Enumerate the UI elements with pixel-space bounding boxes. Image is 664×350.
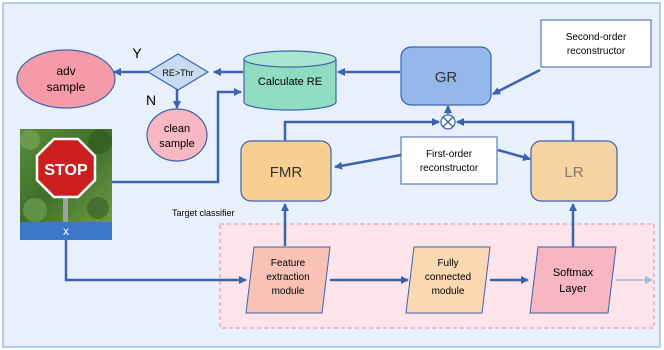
arrow-first-order-to-fmr — [334, 153, 402, 170]
stop-sign-text: STOP — [44, 162, 88, 179]
combine-operator-icon — [440, 114, 456, 130]
stop-sign-image — [20, 129, 112, 222]
feature-label-line1: Feature — [271, 258, 306, 269]
feature-label-line2: extraction — [266, 272, 309, 283]
no-label: N — [146, 92, 156, 108]
input-x-label: x — [63, 224, 69, 238]
lr-label: LR — [564, 164, 583, 181]
lr-node — [530, 140, 618, 202]
arrow-fmr-to-combiner — [283, 118, 440, 141]
clean-sample-label-line1: clean — [164, 123, 190, 135]
adv-sample-label-line2: sample — [47, 80, 86, 94]
input-x-bar — [20, 222, 112, 240]
gr-label: GR — [435, 69, 458, 86]
first-order-reconstructor-box — [400, 136, 498, 185]
arrow-input-to-calculate-re — [112, 88, 242, 184]
softmax-label-line1: Softmax — [553, 267, 594, 279]
clean-sample-label-line2: sample — [159, 138, 194, 150]
calculate-re-node — [243, 50, 337, 111]
fc-label-line1: Fully — [437, 258, 458, 269]
fully-connected-node — [405, 246, 491, 314]
fc-label-line2: connected — [425, 272, 471, 283]
connectors — [64, 68, 577, 284]
second-order-label-line2: reconstructor — [567, 46, 626, 57]
softmax-label-line2: Layer — [559, 283, 587, 295]
feature-label-line3: module — [272, 286, 305, 297]
first-order-label-line2: reconstructor — [420, 163, 479, 174]
decision-label: RE>Thr — [162, 68, 193, 78]
arrow-first-order-to-lr — [497, 148, 531, 161]
feature-extraction-node — [245, 246, 331, 314]
second-order-label-line1: Second-order — [566, 32, 627, 43]
stop-octagon-icon — [35, 137, 97, 199]
first-order-label-line1: First-order — [426, 149, 473, 160]
clean-sample-node — [146, 108, 208, 162]
fmr-label: FMR — [270, 164, 303, 181]
fc-label-line3: module — [432, 286, 465, 297]
softmax-layer-node — [529, 246, 617, 314]
calculate-re-label: Calculate RE — [258, 76, 322, 88]
threshold-decision-node — [146, 53, 210, 91]
arrow-input-to-feature-module — [64, 240, 247, 284]
yes-label: Y — [132, 45, 142, 61]
target-classifier-label: Target classifier — [172, 208, 235, 218]
arrow-second-order-to-gr — [492, 68, 541, 96]
adv-sample-label-line1: adv — [56, 64, 75, 78]
gr-node — [400, 46, 492, 106]
adv-sample-node — [16, 49, 116, 109]
fmr-node — [240, 140, 332, 202]
arrow-lr-to-combiner — [456, 118, 575, 141]
second-order-reconstructor-box — [540, 19, 652, 68]
